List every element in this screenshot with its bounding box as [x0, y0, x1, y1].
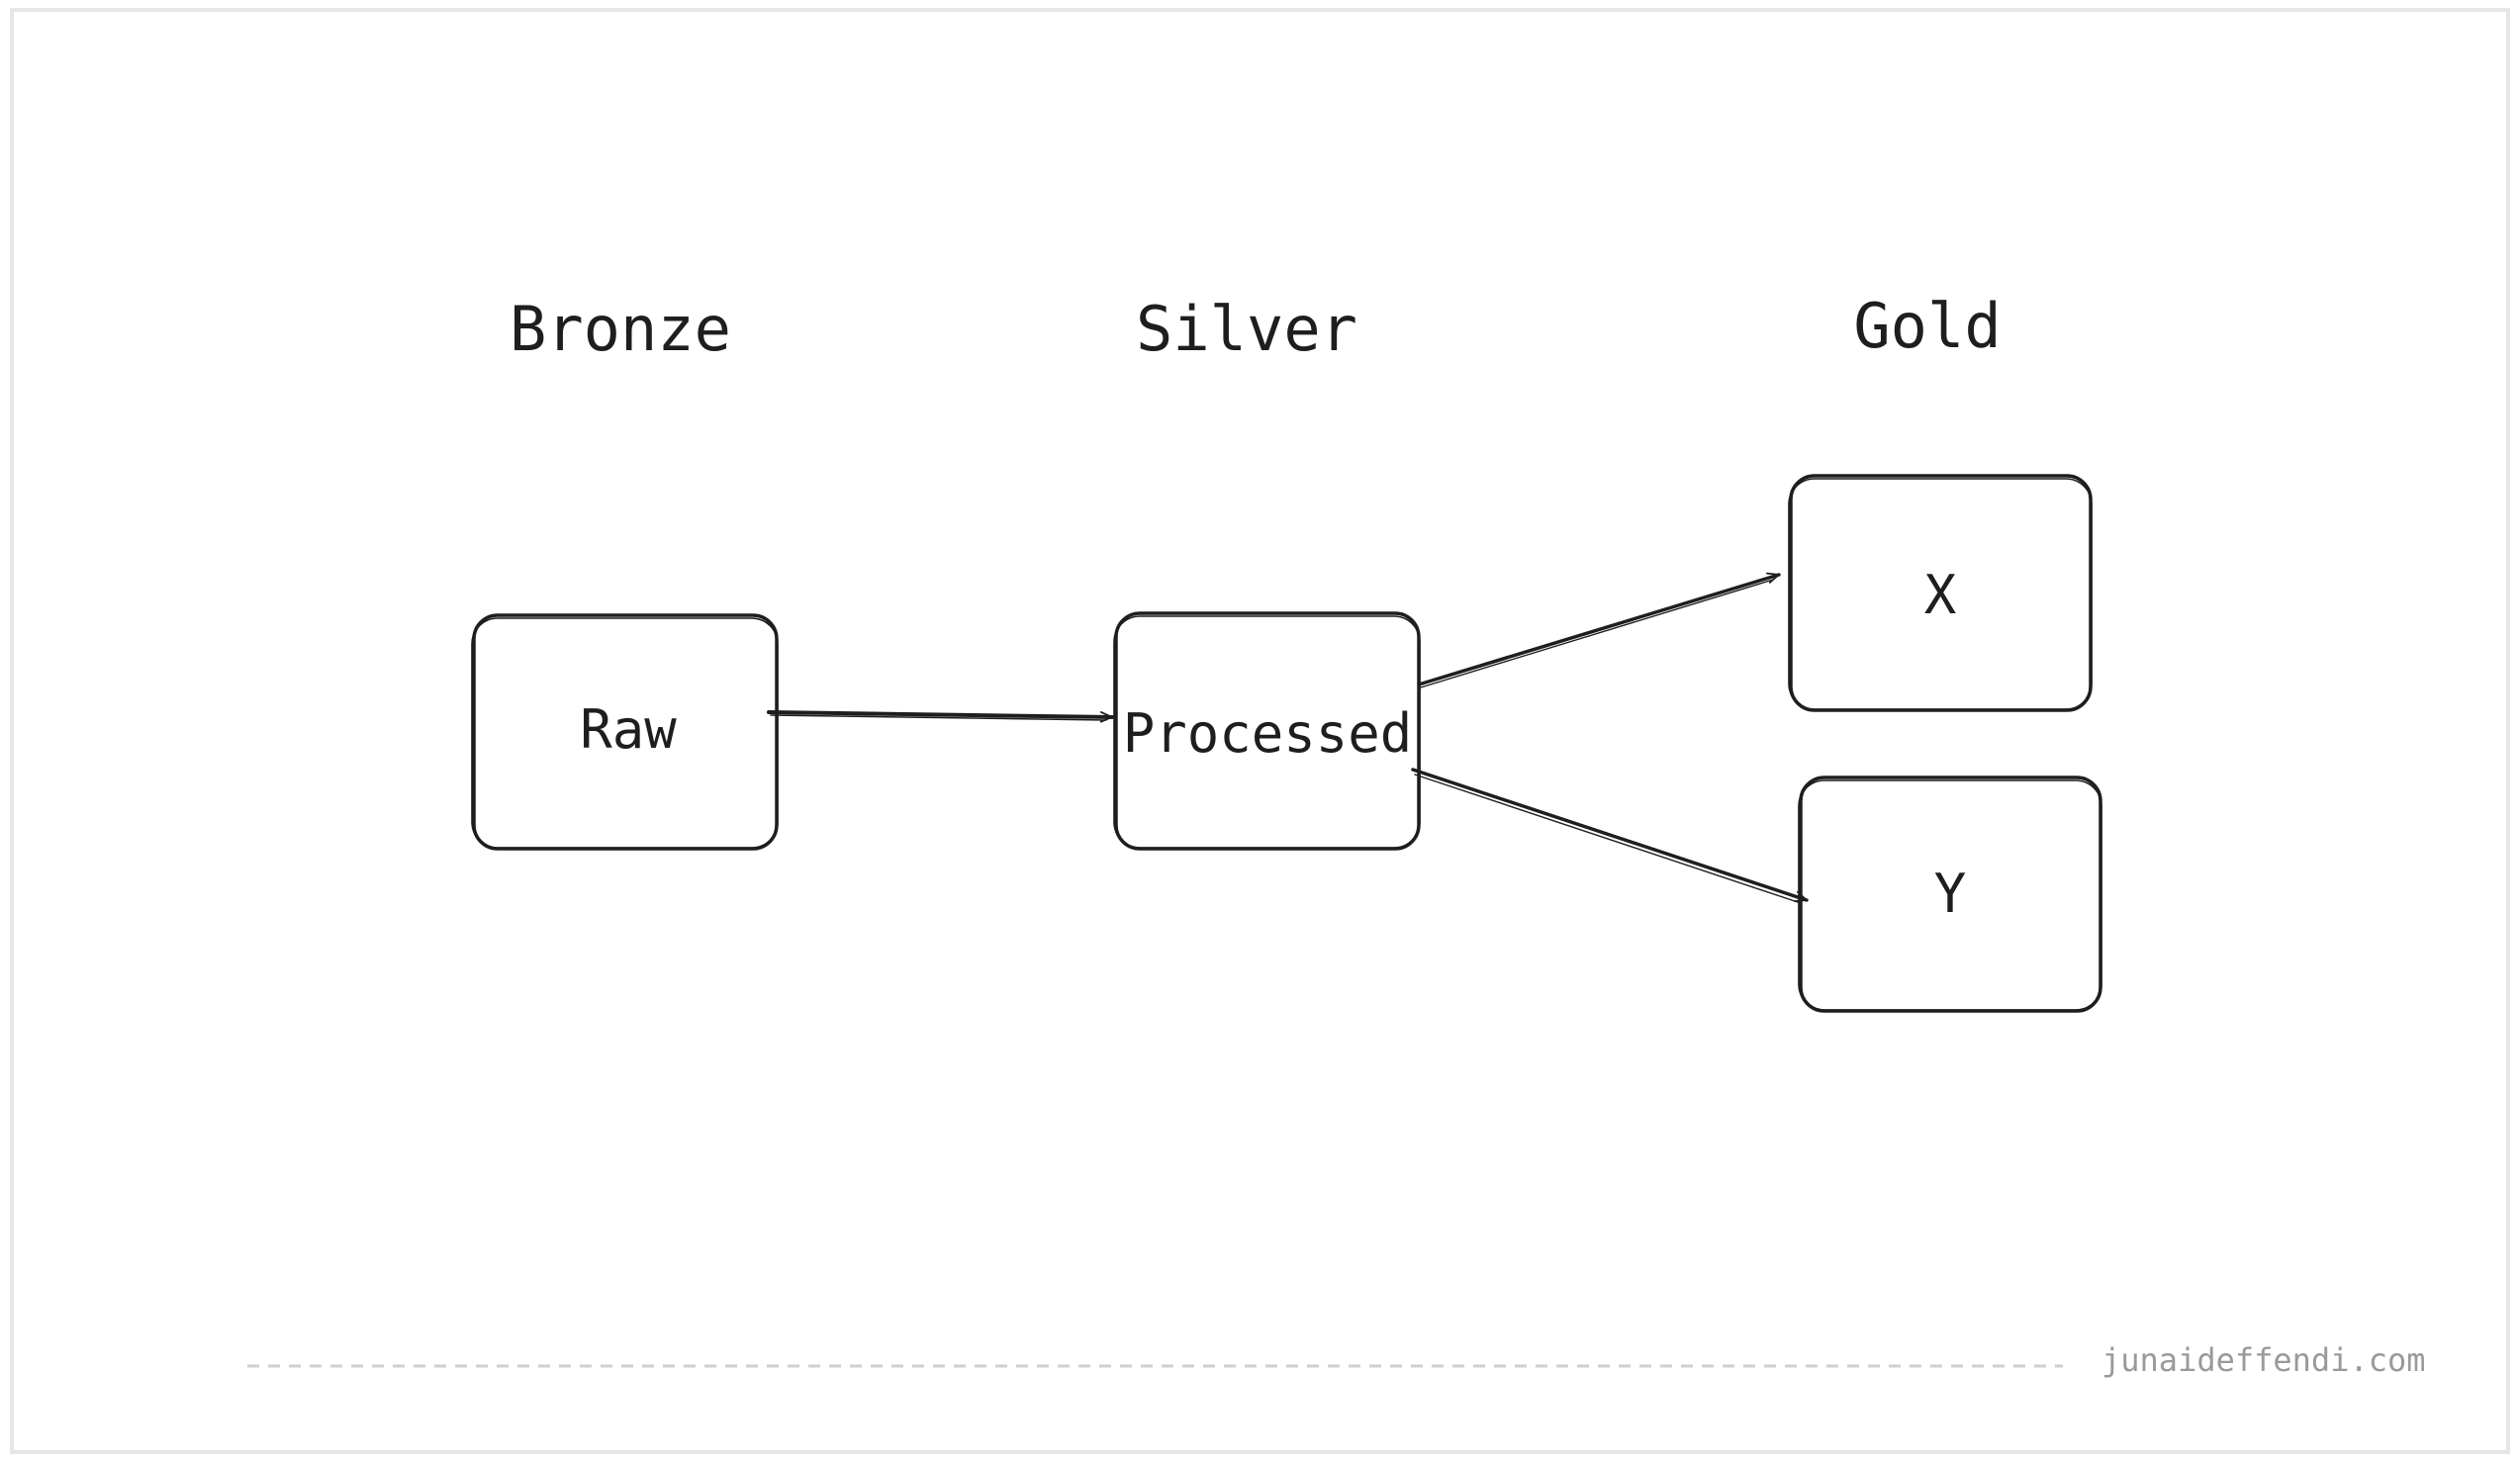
edge-raw-to-processed [767, 710, 1114, 723]
tier-title-silver: Silver [1136, 293, 1357, 365]
node-label-raw: Raw [580, 698, 677, 761]
node-label-processed: Processed [1122, 702, 1413, 765]
node-label-x: X [1923, 564, 1957, 626]
edge-processed-to-y [1411, 768, 1809, 904]
node-box-x [1788, 474, 2093, 712]
node-box-processed [1113, 611, 1421, 851]
frame-border [10, 8, 2510, 1454]
footer-credit: junaideffendi.com [2101, 1341, 2426, 1379]
tier-title-gold: Gold [1853, 290, 2002, 362]
tier-title-bronze: Bronze [510, 293, 731, 365]
node-label-y: Y [1933, 863, 1967, 925]
edge-processed-to-x [1417, 572, 1781, 688]
node-box-raw [471, 613, 779, 851]
